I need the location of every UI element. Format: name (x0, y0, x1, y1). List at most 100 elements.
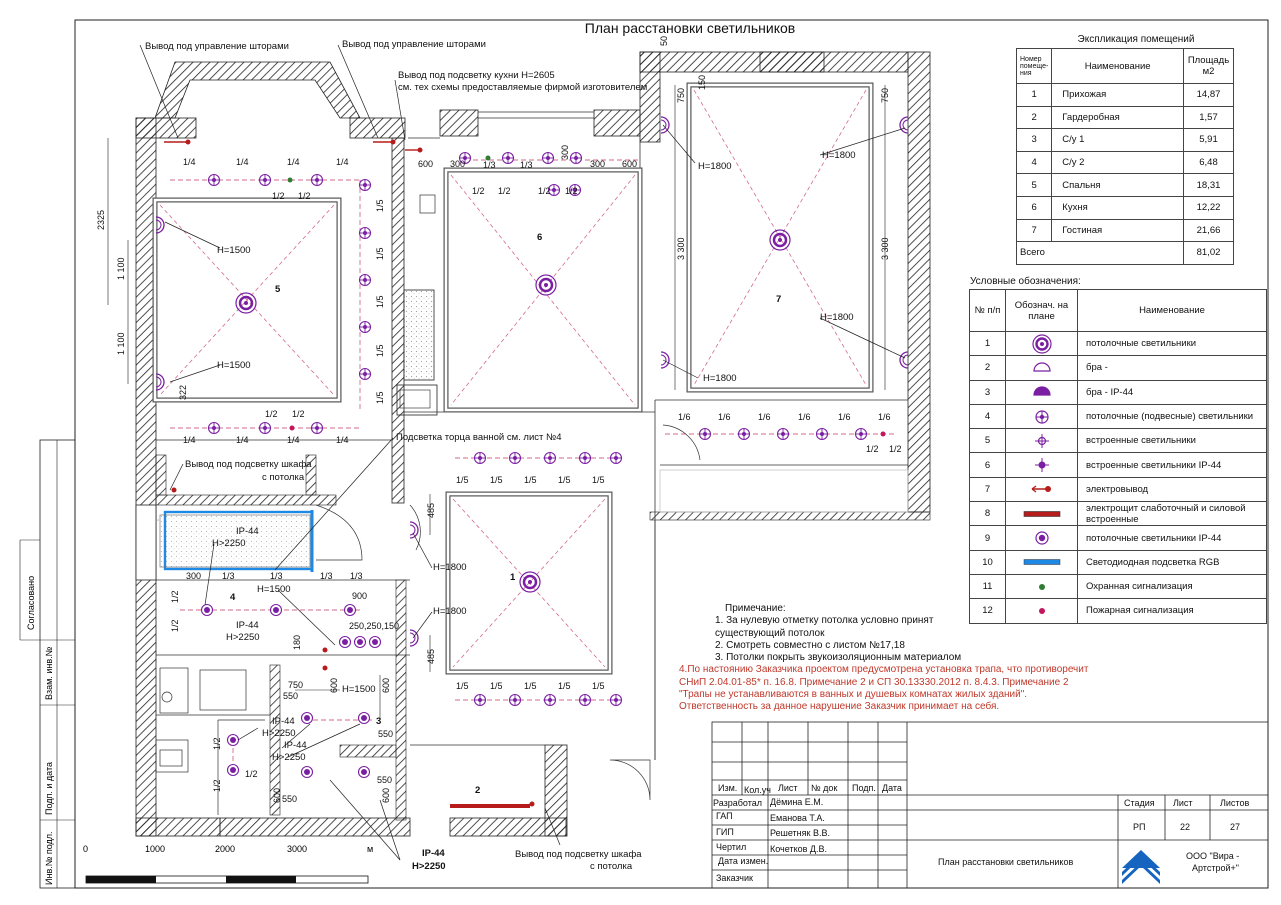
fraction-label: 1/2 (212, 737, 222, 750)
annotation-curtain-right: Вывод под управление шторами (342, 39, 486, 50)
notes-block: Примечание: 1. За нулевую отметку потолк… (679, 603, 1088, 714)
legend-cell-name: потолочные светильники IP-44 (1077, 525, 1267, 551)
fraction-label: 1/2 (866, 444, 879, 454)
expl-header-area: Площадь м2 (1183, 48, 1234, 84)
legend-cell-num: 3 (969, 379, 1006, 405)
fraction-label: 1/2 (292, 409, 305, 419)
fraction-label: 1/4 (287, 435, 300, 445)
stamp-header-sign: Подп. (852, 783, 876, 793)
legend-cell-symbol (1005, 598, 1078, 624)
annotation-curtain-left: Вывод под управление шторами (145, 41, 289, 52)
room-number-7: 7 (776, 294, 781, 305)
electrical-panel (450, 804, 530, 808)
dimension-label: 600 (622, 159, 637, 169)
title-block-grid (711, 721, 1269, 889)
side-stamp-agreed: Согласовано (26, 576, 36, 630)
fraction-label: 1/5 (375, 391, 385, 404)
fraction-label: 1/3 (320, 571, 333, 581)
fraction-label: 1/5 (558, 681, 571, 691)
legend-cell-num: 6 (969, 452, 1006, 478)
expl-cell-num: 6 (1015, 195, 1053, 220)
dimension-label: 550 (377, 775, 392, 785)
notes-item-1: 1. За нулевую отметку потолка условно пр… (715, 615, 934, 627)
height-label: Н=1800 (433, 562, 467, 573)
dimension-label: 485 (426, 649, 436, 664)
stamp-company-1: ООО "Вира - (1186, 851, 1240, 861)
fraction-label: 1/4 (236, 435, 249, 445)
stamp-person-4: Кочетков Д.В. (770, 844, 827, 854)
leader-lines (139, 44, 906, 861)
walls (135, 51, 931, 837)
expl-cell-area: 18,31 (1183, 173, 1234, 197)
stamp-sheet-title: План расстановки светильников (938, 857, 1074, 867)
light-row-living (698, 427, 886, 441)
legend-cell-name: Светодиодная подсветка RGB (1077, 549, 1267, 575)
fraction-label: 1/2 (265, 409, 278, 419)
panel-icon (1023, 510, 1060, 517)
fraction-label: 1/6 (798, 412, 811, 422)
recessed-light-icon (1034, 433, 1049, 448)
dimension-label: 750 (288, 680, 303, 690)
dimension-label: 1 100 (116, 332, 126, 355)
fraction-label: 1/4 (336, 157, 349, 167)
fraction-label: 1/6 (838, 412, 851, 422)
expl-cell-area: 14,87 (1183, 83, 1234, 107)
legend-cell-num: 1 (969, 330, 1006, 357)
stamp-company-2: Артстрой+" (1192, 863, 1239, 873)
legend-cell-num: 12 (969, 598, 1006, 624)
fraction-label: 1/2 (170, 590, 180, 603)
dimension-lines (107, 85, 886, 720)
legend-cell-name: электровывод (1077, 476, 1267, 503)
ceiling-light-room7 (768, 228, 792, 252)
scale-tick-3000: 3000 (287, 844, 307, 854)
dimension-label: 600 (418, 159, 433, 169)
ceiling-light-room6 (534, 273, 558, 297)
dimension-label: 600 (272, 788, 282, 803)
fraction-label: 1/5 (524, 681, 537, 691)
dimension-label: 300 (186, 571, 201, 581)
stamp-role-2: ГАП (716, 811, 733, 821)
legend-cell-symbol (1005, 501, 1078, 527)
legend-cell-symbol (1005, 476, 1078, 503)
fraction-label: 1/6 (718, 412, 731, 422)
sconce-ip44-icon (1032, 386, 1051, 396)
dimension-label: 300 (560, 145, 570, 160)
notes-item-1b: существующий потолок (715, 627, 825, 639)
height-label: Н=1800 (820, 312, 854, 323)
fraction-label: 1/5 (456, 681, 469, 691)
stamp-person-1: Дёмина Е.М. (770, 797, 824, 807)
expl-header-name: Наименование (1051, 48, 1184, 84)
expl-cell-area: 5,91 (1183, 128, 1234, 152)
height-label: Н>2250 (262, 728, 296, 739)
fraction-label: 1/3 (350, 571, 363, 581)
expl-total-value: 81,02 (1183, 241, 1234, 265)
fraction-label: 1/5 (490, 681, 503, 691)
dimension-label: 750 (880, 88, 890, 103)
sconce-icon (1032, 362, 1051, 372)
stamp-role-3: ГИП (716, 827, 734, 837)
fraction-label: 1/5 (375, 344, 385, 357)
height-label: Н=1800 (433, 606, 467, 617)
fraction-label: 1/5 (375, 295, 385, 308)
legend-cell-name: Охранная сигнализация (1077, 573, 1267, 600)
fraction-label: 1/4 (287, 157, 300, 167)
height-label: Н>2250 (212, 538, 246, 549)
dimension-label: 2325 (96, 210, 106, 230)
expl-cell-area: 6,48 (1183, 150, 1234, 175)
legend-cell-num: 2 (969, 355, 1006, 381)
height-label: Н>2250 (226, 632, 260, 643)
fraction-label: 1/6 (758, 412, 771, 422)
dimension-label: 3 300 (676, 237, 686, 260)
